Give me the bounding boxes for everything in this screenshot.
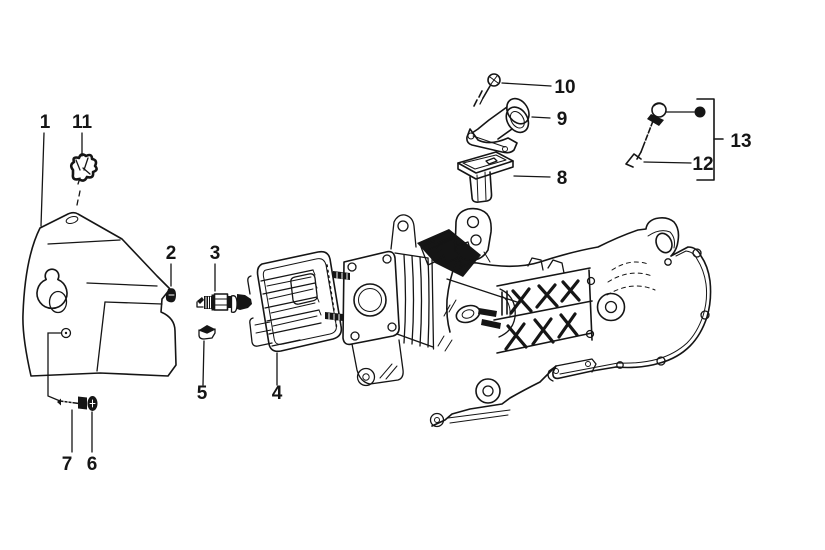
cap-dot	[694, 106, 706, 118]
reed-valve-unit	[457, 151, 514, 203]
screw	[57, 396, 87, 410]
shaft-boss	[596, 292, 626, 322]
exhaust-flange	[455, 304, 481, 324]
callout-1: 1	[40, 112, 51, 133]
cylinder-head-cover	[22, 211, 177, 377]
leader-lines	[40, 82, 692, 453]
callout-3: 3	[210, 243, 221, 264]
cylinder	[325, 214, 435, 387]
callout-13: 13	[730, 131, 751, 152]
callout-labels: 1 11 2 3 5 4 7 6 10 9 8 12 13	[40, 77, 752, 475]
callout-10: 10	[554, 77, 575, 98]
lower-boss	[475, 378, 501, 404]
callout-8: 8	[557, 168, 568, 189]
intake-manifold	[466, 97, 530, 154]
kickstart-lug-hole	[655, 232, 673, 254]
callout-2: 2	[166, 243, 177, 264]
spark-plug	[196, 293, 252, 313]
grommet	[165, 288, 176, 303]
retaining-clip	[69, 153, 98, 185]
callout-4: 4	[272, 383, 283, 404]
callout-5: 5	[197, 383, 208, 404]
manifold-screw	[473, 73, 501, 107]
cylinder-head	[247, 250, 343, 353]
callout-6: 6	[87, 454, 98, 475]
callout-7: 7	[62, 454, 73, 475]
exhaust-stud	[481, 319, 501, 329]
mount-bracket	[454, 207, 492, 261]
exhaust-stud	[478, 308, 497, 317]
callout-9: 9	[557, 109, 568, 130]
intake-stub	[417, 229, 481, 277]
square-nut	[198, 325, 216, 340]
callout-11: 11	[72, 112, 93, 133]
keyhole-cutout	[36, 268, 68, 310]
wire-clip	[625, 153, 642, 168]
washer	[87, 396, 98, 411]
crankcase	[429, 207, 712, 428]
screw-with-cap-kit	[636, 98, 724, 181]
callout-12: 12	[692, 154, 713, 175]
engine-mount-lug	[390, 214, 417, 250]
